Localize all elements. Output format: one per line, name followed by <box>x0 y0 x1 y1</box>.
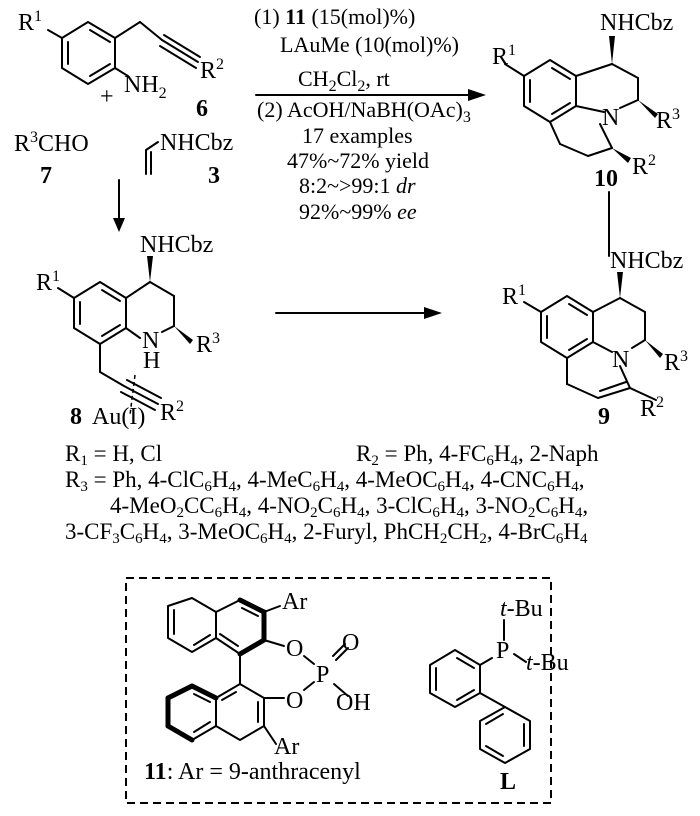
lower-naphthalene-right-ring <box>215 683 265 741</box>
hydroxyl-label: OH <box>336 690 371 716</box>
r3-values-1: = Ph, 4-ClC6H4, 4-MeC6H4, 4-MeOC6H4, 4-C… <box>93 467 585 495</box>
nitrogen-label: N <box>612 347 629 373</box>
ee-range: 92%~99% ee <box>299 199 417 224</box>
r3-definition-line2: 4-MeO2CC6H4, 4-NO2C6H4, 3-ClC6H4, 3-NO2C… <box>110 493 589 521</box>
ligand-number: L <box>500 769 516 795</box>
reaction-arrow-middle <box>275 307 442 319</box>
r3-label: R3 <box>656 106 680 134</box>
tbu-lower-label: t-Bu <box>526 650 569 676</box>
r1-values: = H, Cl <box>93 441 163 466</box>
amide-label: NHCbz <box>140 232 213 258</box>
r2-label: R2 <box>160 398 184 426</box>
r2-label: R2 <box>632 152 656 180</box>
r1-definition: R1 = H, Cl <box>65 441 163 469</box>
catalyst-box <box>125 577 552 804</box>
arrow-down <box>113 179 125 232</box>
r1-label: R1 <box>502 282 526 310</box>
ligand-upper-ring <box>429 649 481 708</box>
amide-label: NHCbz <box>600 10 673 36</box>
compound-number-8: 8 <box>70 404 82 430</box>
ar-lower-label: Ar <box>274 734 299 760</box>
r2-definition: R2 = Ph, 4-FC6H4, 2-Naph <box>356 441 599 469</box>
amide-label: NHCbz <box>610 248 683 274</box>
hydrogen-label: H <box>143 348 160 374</box>
aromatic-ring <box>73 281 127 345</box>
reaction-arrow-top <box>255 89 486 101</box>
compound-11: Ar O O P O OH Ar 11: Ar = 9-anthracenyl <box>144 589 371 785</box>
r1-label: R1 <box>18 8 42 36</box>
ar-upper-label: Ar <box>282 589 307 615</box>
aldehyde-label: R3CHO <box>14 129 89 157</box>
nitrogen-label: N <box>142 328 159 354</box>
benzene-ring <box>61 21 116 85</box>
condition-catalyst: LAuMe (10(mol)%) <box>280 32 459 57</box>
oxygen-lower-label: O <box>286 688 303 714</box>
compound-7: R3CHO 7 <box>14 129 89 189</box>
aromatic-ring <box>523 59 577 123</box>
upper-naphthalene-left-ring <box>167 597 217 653</box>
compound-9: NHCbz R1 N R3 R2 9 <box>502 248 688 430</box>
compound-10: NHCbz R1 N R3 R2 10 <box>492 10 680 192</box>
phosphorus-label: P <box>496 638 509 664</box>
r3-label: R3 <box>664 348 688 376</box>
nhcbz-label: NHCbz <box>160 130 233 156</box>
nitrogen-label: N <box>602 105 619 131</box>
condition-step2: (2) AcOH/NaBH(OAc)3 <box>257 97 471 126</box>
condition-step1: (1) 11 (15(mol)%) <box>254 4 415 29</box>
r2-values: = Ph, 4-FC6H4, 2-Naph <box>384 441 599 469</box>
ligand-lower-ring <box>479 706 531 764</box>
r2-label: R2 <box>640 394 664 422</box>
r2-label: R2 <box>200 56 224 84</box>
examples-count: 17 examples <box>302 123 413 148</box>
r3-definition-line3: 3-CF3C6H4, 3-MeOC6H4, 2-Furyl, PhCH2CH2,… <box>65 519 588 547</box>
r3-definition-line1: R3 = Ph, 4-ClC6H4, 4-MeC6H4, 4-MeOC6H4, … <box>65 467 585 495</box>
compound-8: NHCbz R1 N H R3 R2 8 Au(I) <box>36 232 220 430</box>
compound-3: NHCbz 3 <box>145 130 233 189</box>
oxo-label: O <box>342 630 359 656</box>
yield-range: 47%~72% yield <box>287 148 429 173</box>
amine-label: NH2 <box>124 72 167 102</box>
compound-number-9: 9 <box>598 404 610 430</box>
r1-label: R1 <box>36 268 60 296</box>
ligand-l: P t-Bu t-Bu L <box>429 596 569 795</box>
reaction-conditions: (1) 11 (15(mol)%) LAuMe (10(mol)%) CH2Cl… <box>254 4 471 224</box>
gold-label: Au(I) <box>92 404 145 430</box>
compound-number-7: 7 <box>40 163 52 189</box>
r3-label: R3 <box>196 330 220 358</box>
condition-solvent: CH2Cl2, rt <box>298 66 390 95</box>
oxygen-upper-label: O <box>286 636 303 662</box>
compound-number-6: 6 <box>196 96 208 122</box>
compound-number-3: 3 <box>208 163 220 189</box>
plus-sign: + <box>100 84 114 110</box>
catalyst-caption: 11: Ar = 9-anthracenyl <box>144 759 361 785</box>
phosphorus-label: P <box>316 662 329 688</box>
compound-6: R1 R2 NH2 6 <box>18 8 224 122</box>
r1-label: R1 <box>492 42 516 70</box>
compound-number-10: 10 <box>594 166 618 192</box>
tbu-upper-label: t-Bu <box>500 596 543 622</box>
aromatic-ring <box>540 295 594 359</box>
dr-range: 8:2~>99:1 dr <box>299 173 416 198</box>
